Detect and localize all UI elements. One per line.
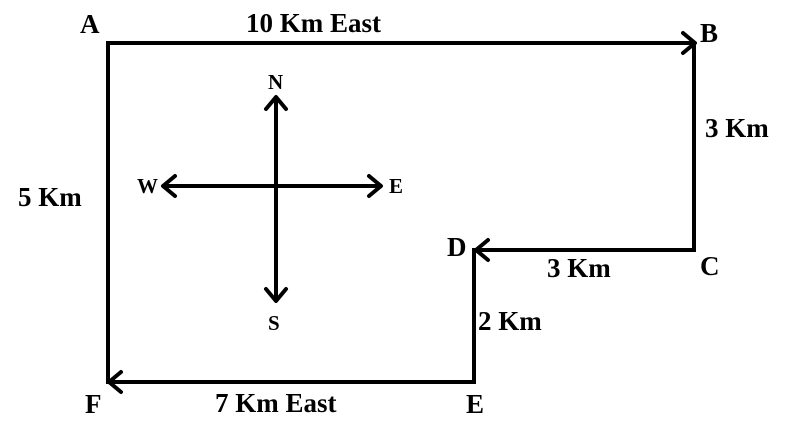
compass-east-label: E — [389, 174, 403, 198]
compass-west-label: W — [137, 174, 158, 198]
point-a-label: A — [80, 9, 100, 39]
east-arrow-icon — [367, 174, 383, 198]
compass-rose: N S W E — [137, 70, 403, 335]
distance-f-a-label: 5 Km — [18, 182, 82, 212]
distance-labels: 10 Km East 3 Km 3 Km 2 Km 7 Km East 5 Km — [18, 8, 769, 418]
distance-c-d-label: 3 Km — [547, 253, 611, 283]
point-c-label: C — [700, 251, 720, 281]
compass-south-label: S — [268, 311, 280, 335]
north-arrow-icon — [264, 95, 288, 111]
point-labels: A B C D E F — [80, 9, 720, 419]
south-arrow-icon — [264, 287, 288, 303]
point-f-label: F — [85, 389, 102, 419]
distance-d-e-label: 2 Km — [478, 306, 542, 336]
distance-e-f-label: 7 Km East — [215, 388, 337, 418]
point-b-label: B — [700, 18, 718, 48]
point-e-label: E — [466, 389, 484, 419]
distance-b-c-label: 3 Km — [705, 113, 769, 143]
route-path — [106, 31, 697, 394]
west-arrow-icon — [161, 174, 177, 198]
point-d-label: D — [447, 232, 467, 262]
compass-north-label: N — [268, 70, 283, 94]
distance-a-b-label: 10 Km East — [246, 8, 381, 38]
